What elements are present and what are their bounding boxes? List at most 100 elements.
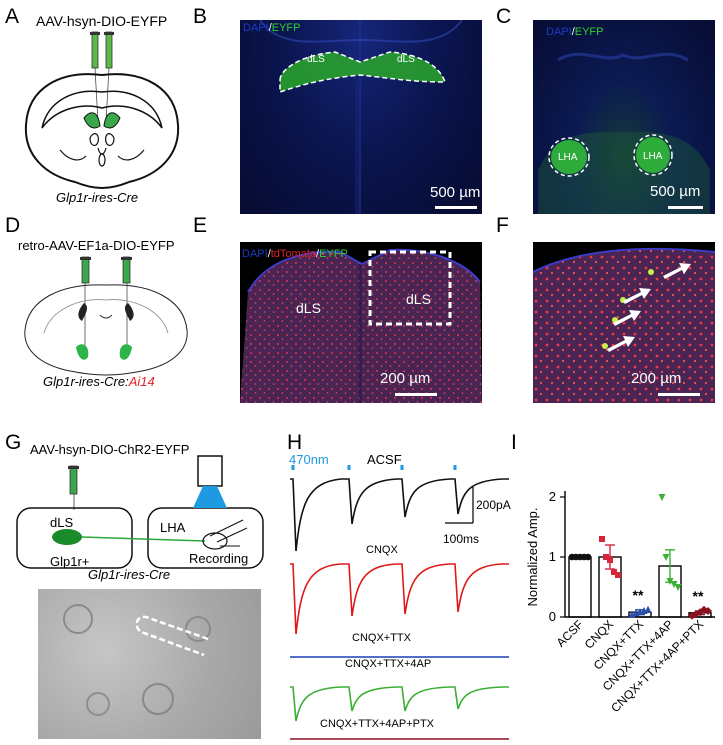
- y-tick-label: 2: [549, 489, 556, 504]
- stain-dapi: DAPI: [546, 26, 572, 38]
- brain-diagram-d: [24, 256, 188, 376]
- micrograph-f: 200 µm: [533, 242, 715, 403]
- stain-dapi: DAPI: [242, 248, 268, 260]
- mouse-cre: Glp1r-ires-Cre: [43, 374, 126, 389]
- trace-label-4ap: CNQX+TTX+4AP: [345, 658, 432, 670]
- recording-label: Recording: [189, 551, 249, 566]
- trace-label-cnqx: CNQX: [366, 544, 398, 556]
- data-point: [607, 557, 613, 563]
- scale-label-e: 200 µm: [380, 370, 431, 387]
- stain-sep: /: [316, 248, 320, 260]
- stain-legend-c: DAPI/EYFP: [546, 26, 603, 38]
- panel-label-a: A: [5, 5, 20, 28]
- arrow-icon: [623, 288, 651, 304]
- circuit-diagram-g: [16, 455, 264, 569]
- panel-label-c: C: [496, 5, 512, 28]
- data-point: [670, 581, 678, 588]
- scale-label-b: 500 µm: [430, 184, 481, 201]
- data-point: [611, 569, 617, 575]
- cell-label-glp1r: Glp1r+: [50, 554, 90, 569]
- mouse-line-g: Glp1r-ires-Cre: [88, 567, 171, 582]
- scale-bar-f: [658, 393, 700, 396]
- micrograph-b: DAPI/EYFP dLS dLS 500 µm: [240, 20, 482, 214]
- scale-label-amplitude: 200pA: [476, 498, 511, 512]
- stain-sep: /: [268, 22, 272, 34]
- region-label-dls-left: dLS: [307, 54, 325, 65]
- dic-image: [38, 589, 261, 739]
- virus-label-g: AAV-hsyn-DIO-ChR2-EYFP: [30, 442, 190, 457]
- region-label-lha: LHA: [160, 520, 186, 535]
- micrograph-c: DAPI/EYFP LHA LHA 500 µm: [533, 20, 715, 214]
- panel-label-b: B: [193, 5, 208, 28]
- stim-marker: [400, 465, 404, 470]
- arrow-icon: [607, 336, 635, 352]
- data-point: [666, 578, 674, 585]
- data-point: [658, 494, 666, 501]
- stain-eyfp: EYFP: [319, 248, 348, 260]
- region-label-dls: dLS: [50, 515, 74, 530]
- stain-tdtomato: tdTomato: [270, 248, 316, 260]
- panel-label-d: D: [5, 214, 21, 237]
- arrow-icon: [613, 310, 641, 326]
- mouse-line-d: Glp1r-ires-Cre:Ai14: [43, 374, 155, 389]
- region-label-dls-right: dLS: [397, 54, 415, 65]
- data-point: [662, 554, 670, 561]
- data-point: [599, 536, 605, 542]
- stain-sep: /: [267, 248, 271, 260]
- trace-cnqx-ttx-4ap: [290, 686, 509, 722]
- data-point: [704, 607, 712, 615]
- panel-label-g: G: [5, 431, 22, 454]
- ephys-traces: [290, 465, 509, 740]
- scale-label-f: 200 µm: [631, 370, 682, 387]
- data-point: [615, 572, 621, 578]
- stim-label: 470nm: [289, 452, 329, 467]
- y-axis-label: Normalized Amp.: [525, 508, 540, 607]
- arrow-icon: [663, 263, 691, 279]
- significance-mark: **: [693, 588, 704, 604]
- region-label-lha-right: LHA: [643, 151, 663, 162]
- scale-bar-e: [395, 393, 437, 396]
- micrograph-e: DAPI/tdTomato/EYFP dLS dLS 200 µm: [240, 242, 482, 403]
- brain-diagram-a: [24, 31, 180, 190]
- stain-eyfp: EYFP: [271, 22, 301, 34]
- stain-legend-e: DAPI/tdTomato/EYFP: [242, 248, 348, 260]
- trace-label-acsf: ACSF: [367, 452, 402, 467]
- scale-bar-b: [435, 206, 477, 209]
- x-tick-label: ACSF: [554, 617, 587, 650]
- stain-dapi: DAPI: [243, 22, 269, 34]
- stain-eyfp: EYFP: [574, 26, 604, 38]
- region-label-dls-right: dLS: [406, 291, 431, 307]
- stim-marker: [453, 465, 457, 470]
- panel-label-f: F: [496, 214, 509, 237]
- stain-sep: /: [571, 26, 575, 38]
- virus-label-a: AAV-hsyn-DIO-EYFP: [36, 13, 168, 29]
- trace-cnqx: [290, 563, 509, 635]
- scale-bar-c: [668, 206, 703, 209]
- scale-label-time: 100ms: [443, 532, 480, 546]
- data-point: [674, 584, 682, 591]
- panel-label-i: I: [511, 431, 517, 454]
- stim-marker: [291, 465, 295, 470]
- data-point: [644, 605, 652, 613]
- bar: [568, 556, 592, 618]
- panel-label-h: H: [287, 431, 303, 454]
- data-point: [688, 611, 696, 620]
- stim-marker: [347, 465, 351, 470]
- region-label-dls-left: dLS: [296, 300, 321, 316]
- panel-label-e: E: [193, 214, 208, 237]
- y-tick-label: 0: [549, 609, 556, 624]
- data-point: [603, 554, 609, 560]
- mouse-line-a: Glp1r-ires-Cre: [56, 190, 139, 205]
- mouse-sep: :: [125, 374, 129, 389]
- trace-label-ptx: CNQX+TTX+4AP+PTX: [320, 718, 435, 730]
- virus-label-d: retro-AAV-EF1a-DIO-EYFP: [18, 238, 175, 253]
- data-point: [584, 553, 592, 561]
- trace-label-ttx: CNQX+TTX: [352, 632, 411, 644]
- y-tick-label: 1: [549, 549, 556, 564]
- region-label-lha-left: LHA: [558, 152, 578, 163]
- mouse-ai14: Ai14: [128, 374, 155, 389]
- significance-mark: **: [633, 587, 644, 603]
- scale-label-c: 500 µm: [650, 183, 701, 200]
- trace-acsf: [290, 478, 509, 552]
